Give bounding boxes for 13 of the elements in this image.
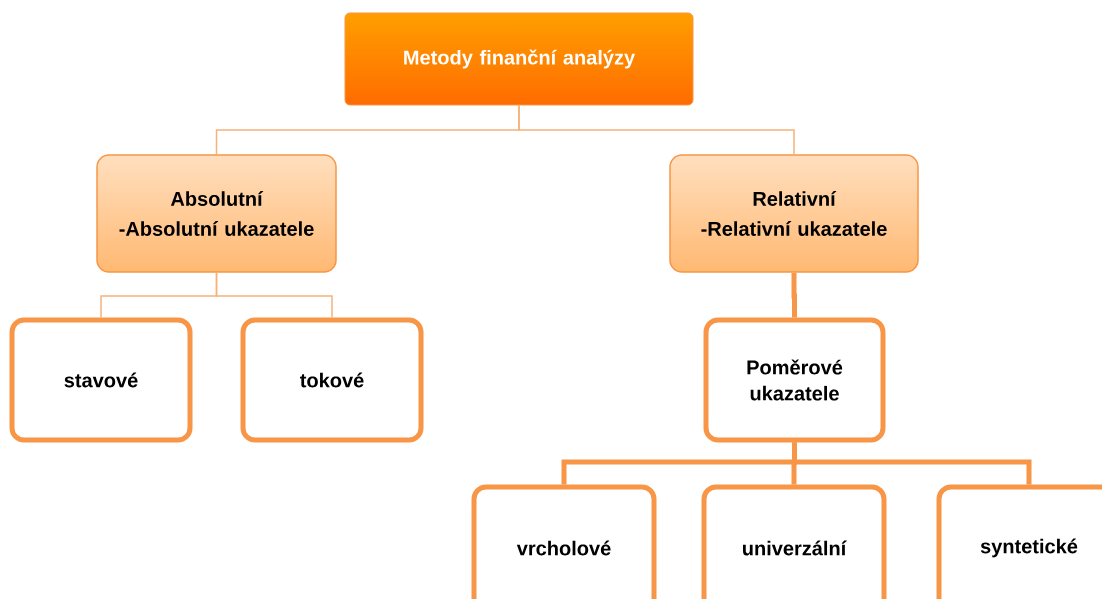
method-box: vrcholové <box>471 484 657 599</box>
method-box: syntetické <box>936 484 1102 599</box>
method-box: tokové <box>240 317 424 443</box>
method-box: univerzální <box>701 484 887 599</box>
connector <box>791 272 797 318</box>
title-box: Metody finanční analýzy <box>344 12 694 106</box>
connector <box>518 104 795 155</box>
method-box: stavové <box>9 317 193 443</box>
category-box: Relativní -Relativní ukazatele <box>669 154 919 273</box>
category-box: Absolutní -Absolutní ukazatele <box>96 154 337 273</box>
connector <box>215 272 333 319</box>
method-box: Poměrové ukazatele <box>703 317 886 443</box>
connector <box>792 442 1032 485</box>
